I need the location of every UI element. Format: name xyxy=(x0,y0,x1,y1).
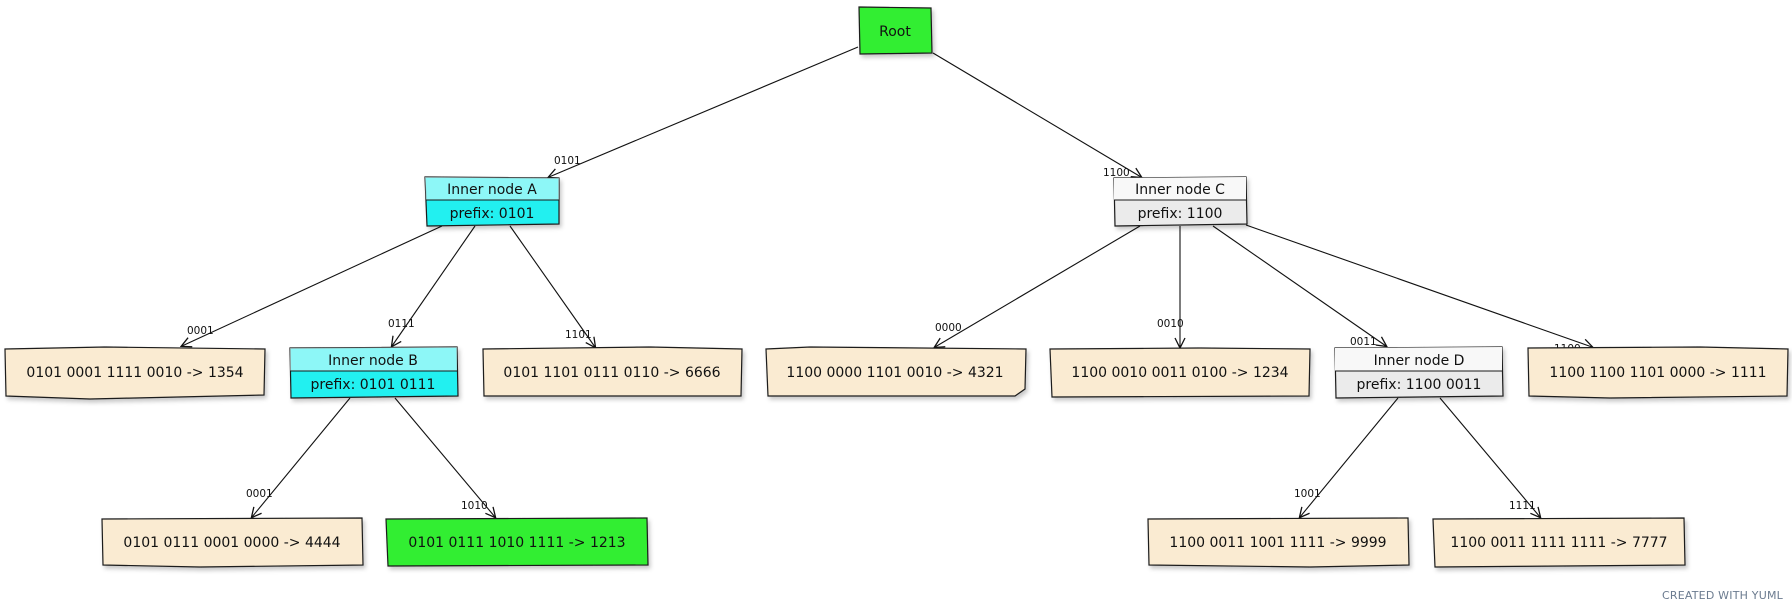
leaf-node-1234: 1100 0010 0011 0100 -> 1234 xyxy=(1049,347,1311,398)
edge-inner-d-to-leaf-9999 xyxy=(1300,397,1399,517)
leaf-1111-box xyxy=(1527,346,1789,399)
root-node: Root xyxy=(858,6,933,55)
edge-label-d-9999: 1001 xyxy=(1294,488,1321,500)
inner-node-b: Inner node B prefix: 0101 0111 xyxy=(289,346,459,399)
leaf-6666-box xyxy=(482,346,743,397)
edge-root-to-inner-a xyxy=(549,46,859,177)
edge-inner-c-to-inner-d xyxy=(1212,225,1386,346)
edge-label-c-d: 0011 xyxy=(1350,336,1377,348)
edge-inner-c-to-leaf-1111 xyxy=(1245,224,1592,347)
leaf-1354-box xyxy=(4,346,266,400)
root-box xyxy=(858,6,933,55)
leaf-node-1213: 0101 0111 1010 1111 -> 1213 xyxy=(385,517,649,567)
edge-inner-a-to-leaf-6666 xyxy=(509,225,595,347)
leaf-node-4444: 0101 0111 0001 0000 -> 4444 xyxy=(101,517,364,568)
inner-node-a-title: Inner node A xyxy=(447,182,537,198)
leaf-node-6666: 0101 1101 0111 0110 -> 6666 xyxy=(482,346,743,397)
leaf-4321-label: 1100 0000 1101 0010 -> 4321 xyxy=(786,365,1003,381)
leaf-1213-label: 0101 0111 1010 1111 -> 1213 xyxy=(408,535,625,551)
edge-inner-a-to-inner-b xyxy=(392,225,476,346)
edge-label-root-a: 0101 xyxy=(554,155,581,167)
leaf-1111-label: 1100 1100 1101 0000 -> 1111 xyxy=(1549,365,1766,381)
inner-node-b-prefix: prefix: 0101 0111 xyxy=(311,377,436,393)
leaf-7777-box xyxy=(1432,517,1686,568)
edge-inner-d-to-leaf-7777 xyxy=(1439,397,1540,517)
leaf-6666-label: 0101 1101 0111 0110 -> 6666 xyxy=(503,365,720,381)
leaf-node-9999: 1100 0011 1001 1111 -> 9999 xyxy=(1147,517,1410,568)
edge-label-b-1213: 1010 xyxy=(461,500,488,512)
root-label: Root xyxy=(879,24,911,40)
edge-label-c-1234: 0010 xyxy=(1157,318,1184,330)
edge-label-b-4444: 0001 xyxy=(246,488,273,500)
inner-node-b-title: Inner node B xyxy=(328,353,418,369)
edges xyxy=(182,46,1592,517)
leaf-node-4321: 1100 0000 1101 0010 -> 4321 xyxy=(765,346,1027,397)
inner-node-a: Inner node A prefix: 0101 xyxy=(424,176,560,227)
leaf-1213-box xyxy=(385,517,649,567)
edge-root-to-inner-c xyxy=(932,52,1141,177)
edge-label-a-b: 0111 xyxy=(388,318,415,330)
inner-node-d-title: Inner node D xyxy=(1374,353,1465,369)
leaf-1234-label: 1100 0010 0011 0100 -> 1234 xyxy=(1071,365,1288,381)
leaf-1354-label: 0101 0001 1111 0010 -> 1354 xyxy=(26,365,243,381)
leaf-7777-label: 1100 0011 1111 1111 -> 7777 xyxy=(1450,535,1667,551)
inner-node-d: Inner node D prefix: 1100 0011 xyxy=(1334,346,1504,399)
inner-node-c-prefix: prefix: 1100 xyxy=(1138,206,1223,222)
edge-labels: 0101 1100 0001 0111 1101 0001 1010 0000 … xyxy=(187,155,1581,512)
leaf-4444-label: 0101 0111 0001 0000 -> 4444 xyxy=(123,535,340,551)
inner-node-c-title: Inner node C xyxy=(1135,182,1225,198)
edge-inner-b-to-leaf-1213 xyxy=(394,397,495,517)
inner-node-c: Inner node C prefix: 1100 xyxy=(1113,176,1248,227)
edge-label-c-4321: 0000 xyxy=(935,322,962,334)
edge-label-a-6666: 1101 xyxy=(565,329,592,341)
leaf-node-1111: 1100 1100 1101 0000 -> 1111 xyxy=(1527,346,1789,399)
edge-label-a-1354: 0001 xyxy=(187,325,214,337)
edge-label-d-7777: 1111 xyxy=(1509,500,1536,512)
edge-inner-b-to-leaf-4444 xyxy=(252,397,351,517)
yuml-watermark: CREATED WITH YUML xyxy=(1662,589,1783,602)
inner-node-d-prefix: prefix: 1100 0011 xyxy=(1357,377,1482,393)
leaf-node-7777: 1100 0011 1111 1111 -> 7777 xyxy=(1432,517,1686,568)
leaf-4444-box xyxy=(101,517,364,568)
inner-node-a-prefix: prefix: 0101 xyxy=(450,206,535,222)
edge-label-root-c: 1100 xyxy=(1103,167,1130,179)
leaf-1234-box xyxy=(1049,347,1311,398)
leaf-9999-box xyxy=(1147,517,1410,568)
edge-inner-c-to-leaf-4321 xyxy=(935,225,1141,347)
leaf-node-1354: 0101 0001 1111 0010 -> 1354 xyxy=(4,346,266,400)
edge-inner-a-to-leaf-1354 xyxy=(182,225,443,346)
leaf-4321-box xyxy=(765,346,1027,397)
leaf-9999-label: 1100 0011 1001 1111 -> 9999 xyxy=(1169,535,1386,551)
